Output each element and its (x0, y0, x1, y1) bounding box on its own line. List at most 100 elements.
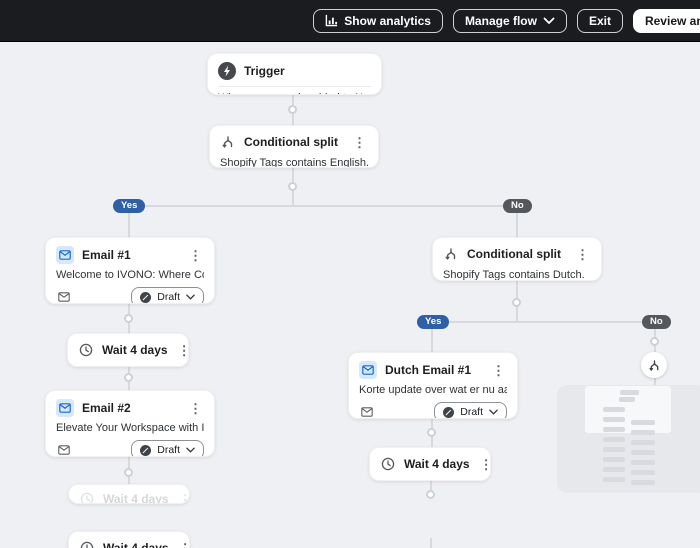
node-title: Conditional split (244, 135, 338, 149)
exit-label: Exit (588, 13, 611, 28)
kebab-menu-icon[interactable]: ⋮ (353, 134, 366, 150)
email-node-2[interactable]: Email #2 ⋮ Elevate Your Workspace with I… (45, 390, 215, 457)
node-title: Wait 4 days (103, 541, 169, 548)
bar-chart-icon (325, 14, 338, 27)
skeleton-bar (619, 397, 635, 402)
add-step-dot[interactable] (124, 373, 133, 382)
add-step-dot[interactable] (288, 182, 297, 191)
conditional-split-circle-button[interactable] (641, 352, 667, 378)
status-label: Draft (157, 291, 180, 303)
add-step-dot[interactable] (124, 468, 133, 477)
chevron-down-icon (186, 294, 195, 300)
connector-line (654, 377, 656, 386)
exit-button[interactable]: Exit (576, 8, 623, 33)
node-title: Wait 4 days (102, 343, 168, 357)
manage-flow-button[interactable]: Manage flow (452, 8, 567, 33)
kebab-menu-icon[interactable]: ⋮ (576, 246, 589, 262)
envelope-icon (56, 442, 72, 456)
envelope-icon (56, 289, 72, 303)
email-icon (56, 399, 74, 417)
connector-line (430, 538, 432, 548)
connector-line (128, 206, 130, 237)
skeleton-bar (620, 390, 639, 395)
review-turn-on-button[interactable]: Review and (632, 8, 700, 33)
connector-line (516, 206, 518, 237)
clock-icon (78, 342, 94, 358)
branch-yes-badge: Yes (113, 199, 146, 213)
conditional-split-icon (648, 359, 658, 371)
review-label: Review and (644, 13, 700, 28)
email-icon (56, 246, 74, 264)
add-step-dot[interactable] (124, 314, 133, 323)
skeleton-column (603, 407, 625, 482)
wait-node-ghost[interactable]: Wait 4 days ⋮ (68, 484, 190, 504)
node-title: Conditional split (467, 247, 561, 261)
dutch-email-node-1[interactable]: Dutch Email #1 ⋮ Korte update over wat e… (348, 352, 518, 419)
conditional-split-node-dutch[interactable]: Conditional split ⋮ Shopify Tags contain… (432, 237, 602, 281)
trigger-lightning-icon (218, 62, 236, 80)
status-dropdown[interactable]: Draft (434, 402, 507, 418)
branch-no-badge: No (503, 199, 532, 213)
conditional-split-icon (443, 246, 459, 262)
manage-flow-label: Manage flow (464, 13, 537, 28)
draft-status-icon (443, 406, 455, 418)
wait-node-2[interactable]: Wait 4 days ⋮ (369, 447, 491, 481)
node-title: Wait 4 days (103, 492, 169, 504)
connector-line (430, 481, 432, 498)
kebab-menu-icon[interactable]: ⋮ (177, 542, 189, 548)
add-step-dot[interactable] (650, 337, 659, 346)
wait-node-bottom[interactable]: Wait 4 days ⋮ (68, 531, 190, 548)
connector-line (431, 322, 433, 352)
node-title: Email #2 (82, 401, 131, 415)
show-analytics-button[interactable]: Show analytics (313, 8, 443, 33)
skeleton-column (631, 420, 655, 485)
status-dropdown[interactable]: Draft (131, 440, 204, 456)
connector-line (431, 321, 656, 323)
trigger-description: When someone is added to Newsletter (218, 92, 381, 94)
kebab-menu-icon[interactable]: ⋮ (189, 247, 202, 263)
kebab-menu-icon[interactable]: ⋮ (176, 344, 188, 357)
kebab-menu-icon[interactable]: ⋮ (478, 458, 490, 471)
branch-no-badge: No (642, 315, 671, 329)
kebab-menu-icon[interactable]: ⋮ (177, 493, 189, 504)
connector-line (128, 205, 518, 207)
kebab-menu-icon[interactable]: ⋮ (492, 362, 505, 378)
divider (218, 86, 371, 87)
envelope-icon (359, 404, 375, 418)
clock-icon (79, 540, 95, 548)
chevron-down-icon (489, 409, 498, 415)
chevron-down-icon (186, 447, 195, 453)
conditional-split-node-english[interactable]: Conditional split ⋮ Shopify Tags contain… (209, 125, 379, 168)
draft-status-icon (140, 291, 152, 303)
trigger-node[interactable]: Trigger When someone is added to Newslet… (207, 53, 382, 95)
add-step-dot[interactable] (426, 490, 435, 499)
draft-status-icon (140, 444, 152, 456)
status-label: Draft (460, 406, 483, 418)
status-label: Draft (157, 444, 180, 456)
chevron-down-icon (543, 17, 555, 24)
node-title: Trigger (244, 64, 285, 78)
email-subject: Korte update over wat er nu aan komt! (359, 384, 507, 396)
email-node-1[interactable]: Email #1 ⋮ Welcome to IVONO: Where Comfo… (45, 237, 215, 304)
add-step-dot[interactable] (427, 428, 436, 437)
email-subject: Welcome to IVONO: Where Comfort Meet... (56, 269, 204, 281)
flow-preview-skeleton-panel (557, 385, 700, 493)
conditional-split-icon (220, 134, 236, 150)
node-title: Wait 4 days (404, 457, 470, 471)
clock-icon (380, 456, 396, 472)
email-subject: Elevate Your Workspace with IVONO's Excl… (56, 422, 204, 434)
add-step-dot[interactable] (288, 105, 297, 114)
node-title: Dutch Email #1 (385, 363, 472, 377)
split-condition: Shopify Tags contains English. (220, 157, 369, 168)
split-condition: Shopify Tags contains Dutch. (443, 269, 585, 281)
clock-icon (79, 491, 95, 503)
topbar: Show analytics Manage flow Exit Review a… (0, 0, 700, 42)
status-dropdown[interactable]: Draft (131, 287, 204, 303)
wait-node-1[interactable]: Wait 4 days ⋮ (67, 333, 189, 367)
kebab-menu-icon[interactable]: ⋮ (189, 400, 202, 416)
node-title: Email #1 (82, 248, 131, 262)
email-icon (359, 361, 377, 379)
add-step-dot[interactable] (512, 298, 521, 307)
branch-yes-badge: Yes (417, 315, 450, 329)
